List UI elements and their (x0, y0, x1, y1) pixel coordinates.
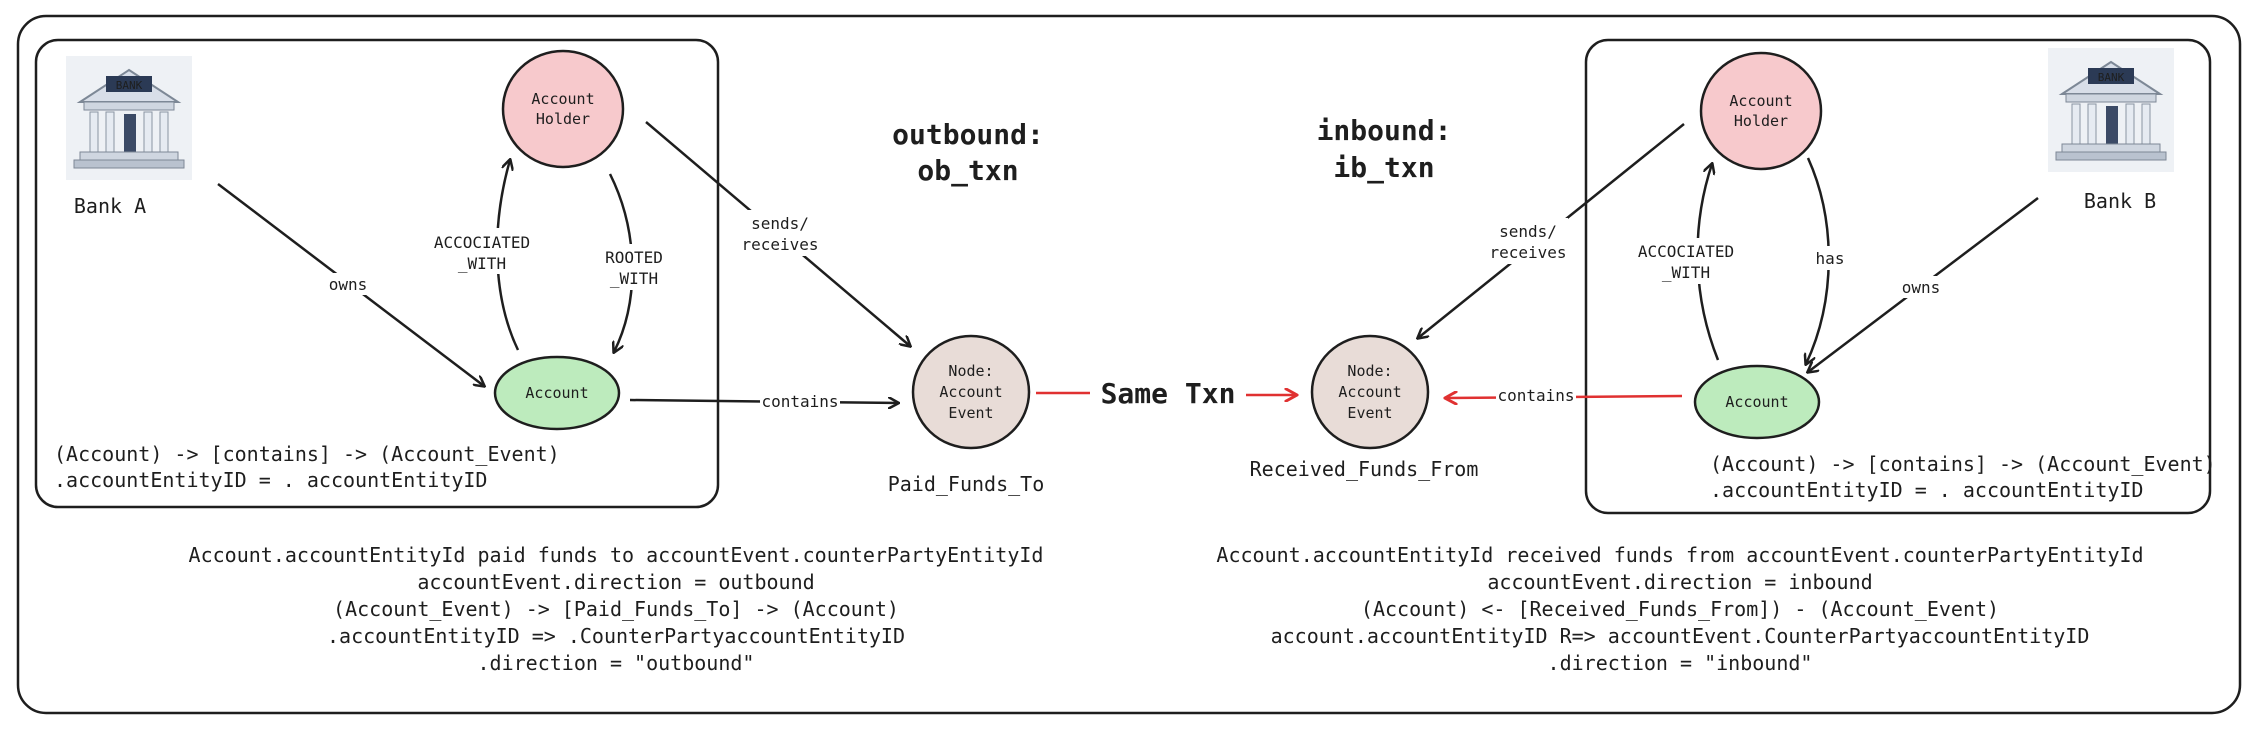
right-box-text-line1: (Account) -> [contains] -> (Account_Even… (1710, 452, 2216, 476)
account-event-node-right[interactable] (1310, 334, 1430, 450)
account-holder-right-line2: Holder (1734, 112, 1788, 130)
event-left-line1: Node: (948, 362, 993, 380)
event-right-line1: Node: (1347, 362, 1392, 380)
received-funds-from-label: Received_Funds_From (1250, 457, 1479, 481)
edge-label-rooted-1: ROOTED (605, 248, 663, 267)
edge-label-owns-right: owns (1902, 278, 1941, 297)
edge-label-sends-left-1: sends/ (751, 214, 809, 233)
edge-label-sends-left-2: receives (741, 235, 818, 254)
inbound-title-line2: ib_txn (1333, 151, 1434, 184)
edge-label-contains-right: contains (1497, 386, 1574, 405)
edge-label-owns-left: owns (329, 275, 368, 294)
bottom-right-line1: Account.accountEntityId received funds f… (1216, 543, 2143, 567)
edge-label-associated-right-2: _WITH (1662, 263, 1710, 282)
bottom-right-line2: accountEvent.direction = inbound (1487, 570, 1872, 594)
account-holder-left-line2: Holder (536, 110, 590, 128)
bank-b-sign: BANK (2098, 71, 2125, 84)
bank-b-group-box (1584, 38, 2212, 515)
event-right-line2: Account (1338, 383, 1401, 401)
left-box-text-line2: .accountEntityID = . accountEntityID (54, 468, 487, 492)
event-left-line3: Event (948, 404, 993, 422)
account-left-label: Account (525, 384, 588, 402)
account-holder-node-left[interactable] (501, 49, 625, 169)
bottom-right-line4: account.accountEntityID R=> accountEvent… (1271, 624, 2090, 648)
edge-label-sends-right-1: sends/ (1499, 222, 1557, 241)
outbound-title-line1: outbound: (892, 118, 1044, 151)
account-right-label: Account (1725, 393, 1788, 411)
account-node-right[interactable] (1693, 364, 1821, 440)
inbound-title-line1: inbound: (1317, 114, 1452, 147)
account-holder-left-line1: Account (531, 90, 594, 108)
edge-label-sends-right-2: receives (1489, 243, 1566, 262)
edge-label-associated-left-2: _WITH (458, 254, 506, 273)
bank-a-group-box (34, 38, 720, 509)
account-event-node-left[interactable] (911, 334, 1031, 450)
outbound-title-line2: ob_txn (917, 154, 1018, 187)
bottom-left-line1: Account.accountEntityId paid funds to ac… (189, 543, 1044, 567)
account-node-left[interactable] (493, 355, 621, 431)
edge-label-rooted-2: _WITH (610, 269, 658, 288)
event-left-line2: Account (939, 383, 1002, 401)
account-holder-right-line1: Account (1729, 92, 1792, 110)
bottom-right-line5: .direction = "inbound" (1548, 651, 1813, 675)
bottom-left-line3: (Account_Event) -> [Paid_Funds_To] -> (A… (333, 597, 899, 621)
edge-label-has: has (1816, 249, 1845, 268)
same-txn-label: Same Txn (1101, 377, 1236, 410)
right-box-text-line2: .accountEntityID = . accountEntityID (1710, 478, 2143, 502)
bank-b-label: Bank B (2084, 189, 2156, 213)
bank-a-label: Bank A (74, 194, 146, 218)
bottom-left-line5: .direction = "outbound" (478, 651, 755, 675)
bank-b-icon: BANK (2048, 48, 2174, 172)
outer-frame (16, 14, 2242, 715)
event-right-line3: Event (1347, 404, 1392, 422)
left-box-text-line1: (Account) -> [contains] -> (Account_Even… (54, 442, 560, 466)
edge-label-associated-right-1: ACCOCIATED (1638, 242, 1734, 261)
bank-a-icon: BANK (66, 56, 192, 180)
paid-funds-to-label: Paid_Funds_To (888, 472, 1045, 496)
bottom-left-line4: .accountEntityID => .CounterPartyaccount… (327, 624, 905, 648)
bottom-right-line3: (Account) <- [Received_Funds_From]) - (A… (1361, 597, 1999, 621)
edge-label-contains-left: contains (761, 392, 838, 411)
bank-a-sign: BANK (116, 79, 143, 92)
bottom-left-line2: accountEvent.direction = outbound (417, 570, 814, 594)
edge-label-associated-left-1: ACCOCIATED (434, 233, 530, 252)
account-holder-node-right[interactable] (1699, 51, 1823, 171)
